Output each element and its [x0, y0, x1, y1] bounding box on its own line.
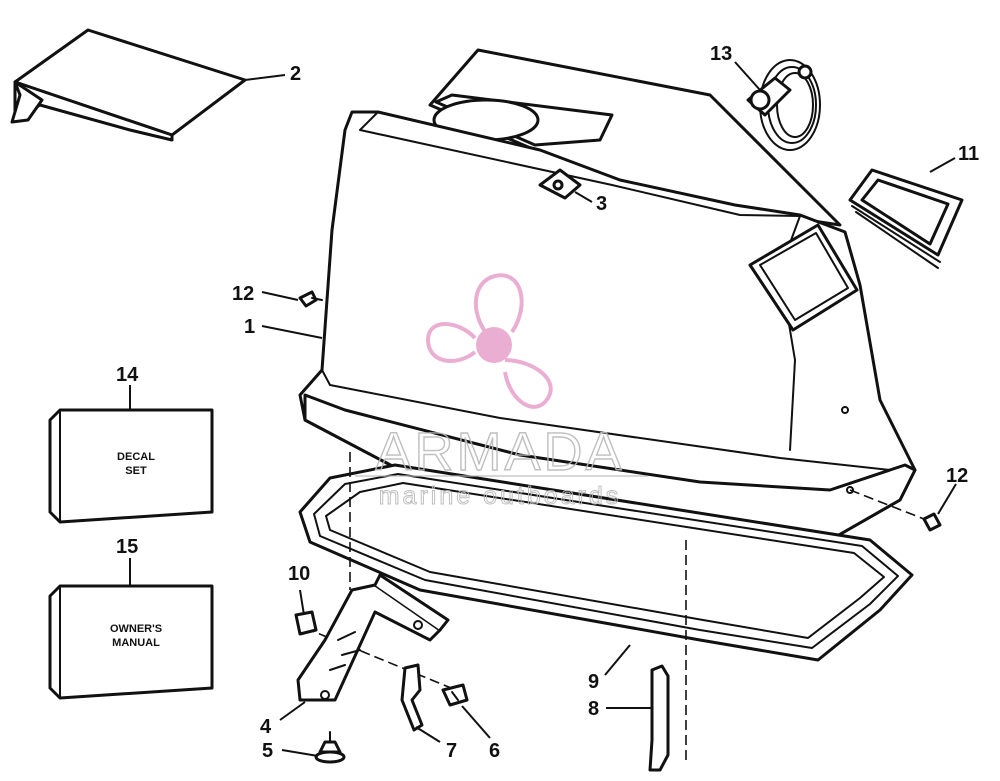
decal-label-line1: DECAL — [117, 451, 155, 463]
part-1-engine-cover[interactable] — [298, 48, 917, 542]
part-4-bracket[interactable] — [296, 573, 450, 702]
callout-4: 4 — [260, 716, 272, 738]
callout-11: 11 — [958, 143, 979, 165]
callout-9: 9 — [588, 671, 599, 693]
callout-13: 13 — [710, 43, 732, 65]
part-15-owners-manual-box[interactable]: OWNER'S MANUAL — [48, 584, 214, 700]
callout-12-right: 12 — [946, 465, 968, 487]
callout-2: 2 — [290, 63, 301, 85]
part-9-gasket[interactable] — [298, 463, 914, 662]
callout-10: 10 — [288, 563, 310, 585]
part-11-grommet[interactable] — [848, 168, 964, 269]
manual-label-line1: OWNER'S — [110, 623, 162, 635]
callout-7: 7 — [446, 740, 457, 762]
leader-lines — [129, 61, 957, 757]
part-8-strap[interactable] — [648, 664, 670, 772]
callout-6: 6 — [489, 740, 500, 762]
part-2-cover-flap[interactable] — [10, 28, 247, 142]
manual-label-line2: MANUAL — [112, 637, 160, 649]
part-12-screw-right[interactable] — [849, 489, 942, 532]
part-3-latch-bracket[interactable] — [538, 168, 582, 200]
callout-numbers: 2 3 13 11 12 1 12 14 15 10 4 5 7 6 8 9 — [116, 43, 979, 762]
callout-14: 14 — [116, 364, 139, 386]
watermark: ARMADA marine outboards — [355, 273, 648, 511]
callout-8: 8 — [588, 698, 599, 720]
guide-lines — [304, 452, 687, 760]
decal-label-line2: SET — [125, 465, 147, 477]
part-14-decal-set-box[interactable]: DECAL SET — [48, 408, 214, 524]
part-5-mount-stud[interactable] — [314, 731, 346, 764]
callout-12-left: 12 — [232, 283, 254, 305]
watermark-tagline: marine outboards — [379, 482, 622, 510]
part-12-screw-left[interactable] — [298, 290, 323, 308]
part-13-wire-harness[interactable] — [746, 59, 821, 151]
callout-1: 1 — [244, 316, 255, 338]
callout-15: 15 — [116, 536, 138, 558]
part-10-clip-nut[interactable] — [294, 610, 318, 636]
part-7-clip[interactable] — [400, 663, 424, 732]
callout-3: 3 — [596, 193, 607, 215]
propeller-icon — [425, 273, 553, 409]
watermark-brand: ARMADA — [375, 422, 624, 482]
part-6-screw[interactable] — [441, 683, 469, 707]
callout-5: 5 — [262, 740, 273, 762]
